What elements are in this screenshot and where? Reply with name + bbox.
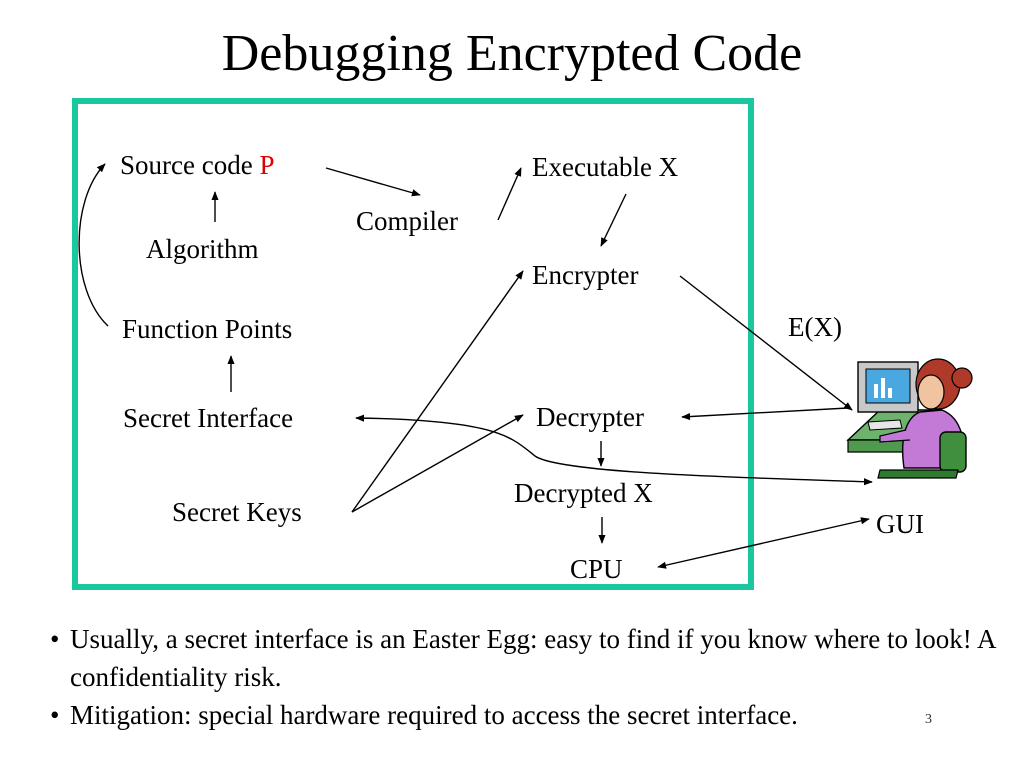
source-code-label: Source code P xyxy=(120,152,274,179)
arrow-function-points-loop xyxy=(78,163,109,327)
source-code-var: P xyxy=(259,150,275,180)
function-points-label: Function Points xyxy=(122,314,293,344)
diagram-frame xyxy=(72,98,754,590)
arrow-secret-interface-user xyxy=(355,414,873,486)
arrow-keys-to-encrypter xyxy=(351,270,524,513)
bullet-item: • Usually, a secret interface is an East… xyxy=(48,620,1018,696)
bullet-text: Usually, a secret interface is an Easter… xyxy=(70,624,995,692)
arrow-executable-to-encrypter xyxy=(600,193,627,247)
user-at-computer-icon xyxy=(846,358,973,479)
algorithm-label: Algorithm xyxy=(146,234,259,264)
encrypter-label: Encrypter xyxy=(532,260,639,290)
slide-title: Debugging Encrypted Code xyxy=(221,25,803,82)
compiler-label: Compiler xyxy=(356,206,458,236)
arrow-user-to-decrypter xyxy=(681,407,849,421)
source-code-text: Source code xyxy=(120,150,260,180)
bullet-text: Mitigation: special hardware required to… xyxy=(70,700,798,730)
bullet-dot: • xyxy=(50,700,60,730)
arrow-keys-to-decrypter xyxy=(351,414,524,513)
encrypted-output-label: E(X) xyxy=(788,312,842,342)
arrow-compiler-to-executable xyxy=(497,167,522,221)
cpu-label: CPU xyxy=(570,554,623,584)
secret-interface-label: Secret Interface xyxy=(123,403,294,433)
executable-label: Executable X xyxy=(532,152,679,182)
arrow-cpu-gui xyxy=(657,517,870,569)
secret-keys-label: Secret Keys xyxy=(172,497,302,527)
bullet-dot: • xyxy=(50,624,60,654)
gui-label: GUI xyxy=(876,509,924,539)
arrow-encrypter-to-user xyxy=(679,275,853,411)
arrow-source-to-compiler xyxy=(325,167,421,197)
bullet-list: • Usually, a secret interface is an East… xyxy=(48,620,1018,734)
bullet-item: • Mitigation: special hardware required … xyxy=(48,696,1018,734)
page-number: 3 xyxy=(925,712,932,727)
